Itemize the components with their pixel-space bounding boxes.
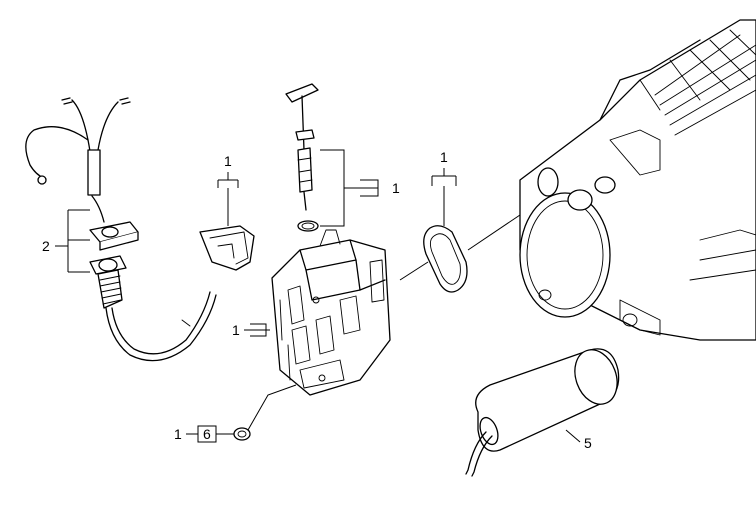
leader-nut bbox=[186, 384, 297, 443]
switch-housing bbox=[271, 229, 391, 396]
label-clip: 1 bbox=[224, 153, 232, 169]
label-nut-ref: 6 bbox=[203, 426, 211, 442]
assembly-line-oring bbox=[467, 214, 521, 251]
leader-capacitor bbox=[565, 429, 581, 443]
assembly-line-housing bbox=[399, 261, 429, 281]
label-cable-group: 2 bbox=[42, 238, 50, 254]
label-nut-qty: 1 bbox=[174, 426, 182, 442]
motor-housing bbox=[519, 19, 756, 341]
label-housing: 1 bbox=[232, 322, 240, 338]
label-sensor: 1 bbox=[392, 180, 400, 196]
sensor-part bbox=[285, 83, 319, 232]
nut-part bbox=[233, 427, 251, 441]
oring-gasket bbox=[423, 225, 468, 293]
capacitor-part bbox=[465, 348, 620, 477]
leader-clip bbox=[217, 172, 239, 226]
leader-oring bbox=[431, 168, 457, 226]
label-capacitor: 5 bbox=[584, 435, 592, 451]
cable-gland bbox=[89, 195, 217, 362]
cable-harness bbox=[25, 97, 131, 196]
leader-cable-group bbox=[55, 209, 90, 273]
label-oring: 1 bbox=[440, 149, 448, 165]
clip-part bbox=[199, 225, 255, 271]
leader-sensor bbox=[320, 149, 379, 227]
leader-housing bbox=[244, 323, 270, 337]
